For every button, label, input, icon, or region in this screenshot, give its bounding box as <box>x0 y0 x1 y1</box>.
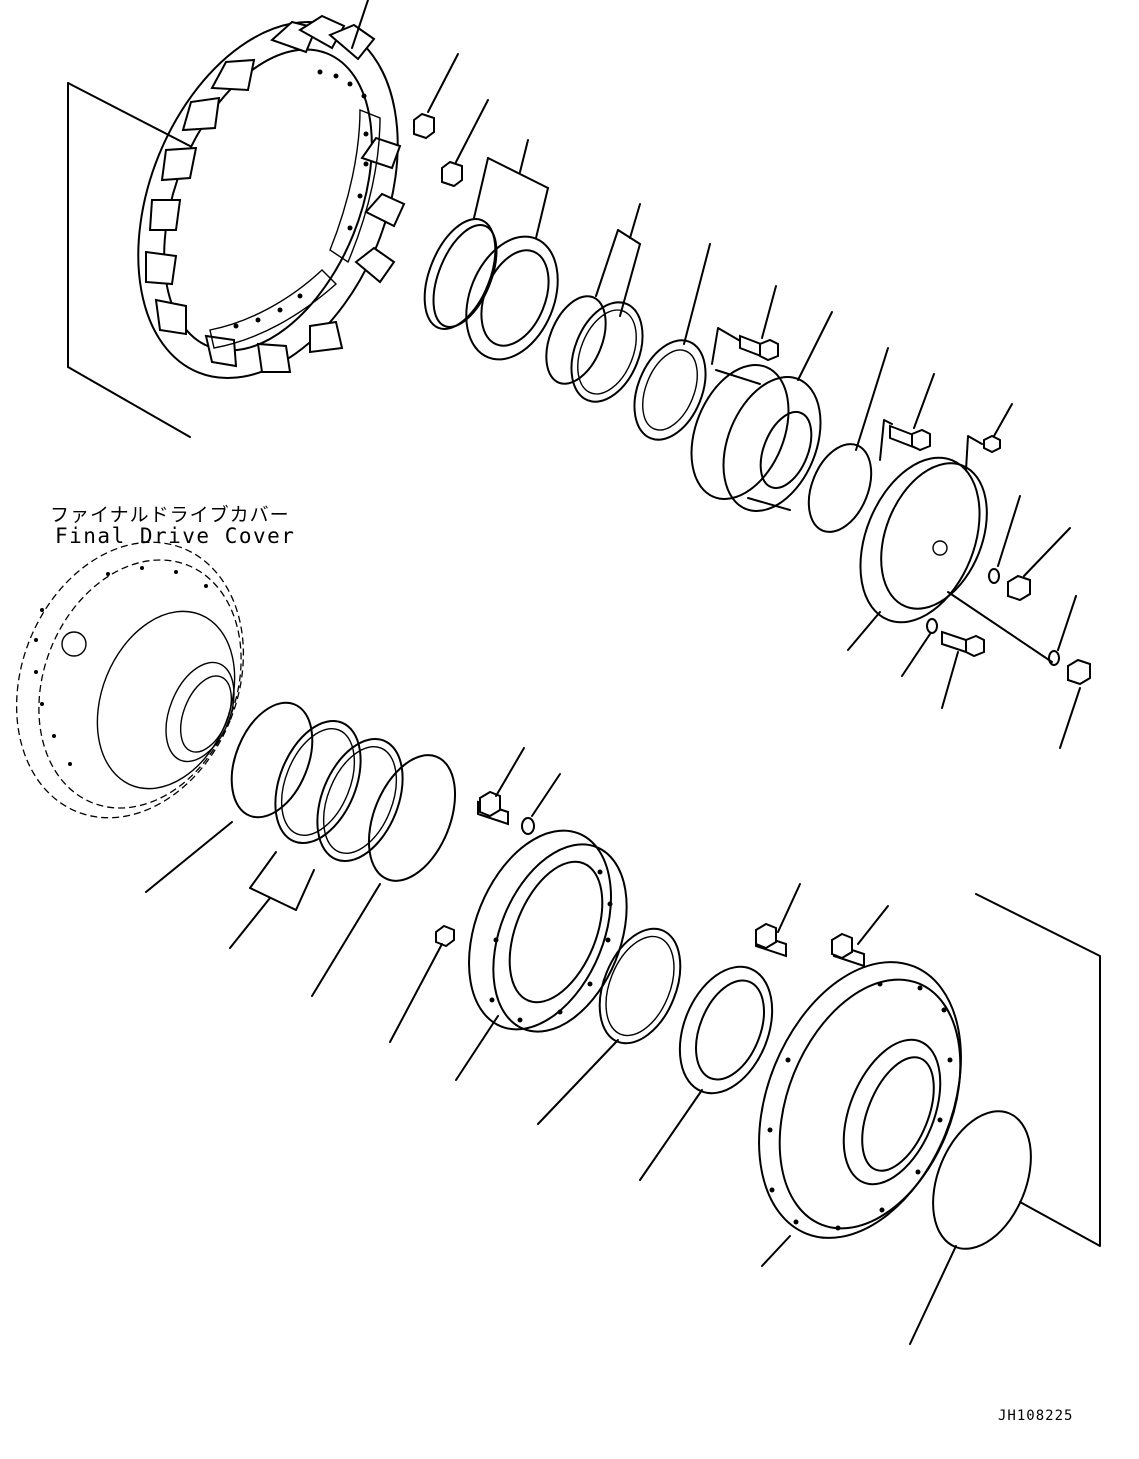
shim-plate <box>633 243 743 441</box>
bolt-lower-3 <box>831 905 889 968</box>
nut-parts-top <box>413 53 489 188</box>
hub-o-ring <box>909 893 1101 1345</box>
bolt-lower-1 <box>477 747 561 835</box>
hub <box>758 961 962 1267</box>
plug-with-ring-right <box>1007 527 1071 602</box>
bolt-lower-2 <box>755 883 801 958</box>
washer-small <box>901 618 938 677</box>
retainer-ring <box>537 927 682 1125</box>
o-ring-small-right <box>988 495 1021 584</box>
ring-gear <box>690 311 833 512</box>
thrust-plate <box>807 347 889 533</box>
plug-small <box>965 403 1013 471</box>
end-cover <box>847 456 988 651</box>
callout-label-jp: ファイナルドライブカバー <box>50 504 290 526</box>
plug-lower-right <box>1048 595 1091 749</box>
sprocket-segment-assembly <box>67 0 406 438</box>
bolt-cover <box>941 591 1053 709</box>
bolt-upper-1 <box>739 285 779 362</box>
seal-ring-1 <box>145 701 314 893</box>
plug-lower-left <box>389 924 455 1043</box>
final-drive-cover-reference <box>15 541 245 819</box>
bearing-cage-pair <box>545 203 644 403</box>
seal-carrier <box>455 829 628 1081</box>
bolt-upper-2 <box>879 373 935 461</box>
drawing-code: JH108225 <box>998 1408 1074 1424</box>
bearing-lower <box>639 965 774 1181</box>
floating-seal-pair <box>229 719 404 949</box>
o-ring-large <box>311 754 457 997</box>
callout-label-en: Final Drive Cover <box>55 524 296 548</box>
bearing-set-upper <box>423 139 559 361</box>
